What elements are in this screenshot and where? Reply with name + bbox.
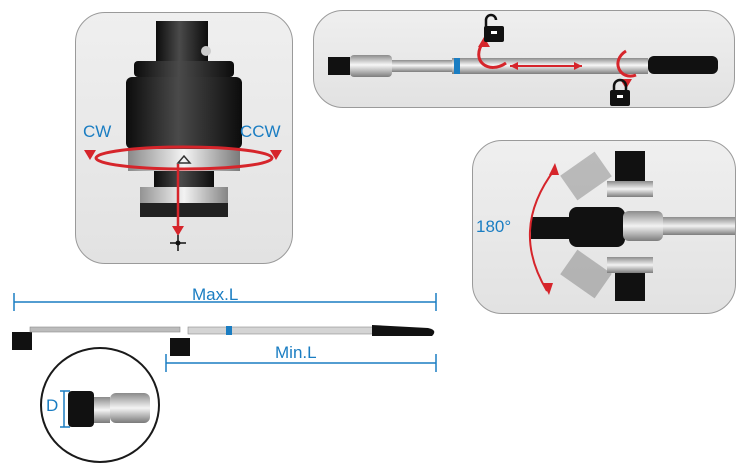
ccw-label: CCW: [240, 122, 281, 141]
swivel-head: [569, 207, 625, 247]
ratchet-head-panel: [75, 12, 293, 264]
ratchet-head: [328, 57, 350, 75]
max-length-dimension: [13, 293, 437, 311]
inner-tube: [392, 60, 452, 72]
swivel-panel: [472, 140, 736, 314]
rotation-180-label: 180°: [476, 217, 512, 236]
min-length-dimension: [165, 354, 437, 372]
unlocked-padlock-icon: [484, 13, 504, 42]
drive-top: [615, 151, 645, 181]
rotation-arrow: [94, 145, 274, 171]
wrench-extended: [12, 326, 181, 350]
detent-ball: [201, 46, 211, 56]
locked-padlock-icon: [610, 78, 630, 106]
grip: [648, 56, 718, 74]
max-length-label: Max.L: [192, 285, 239, 304]
ratchet-head-illustration: [126, 21, 242, 217]
wrench-collapsed: [170, 325, 435, 356]
cw-label: CW: [83, 122, 112, 141]
handle-lock-panel: [313, 10, 735, 108]
drive-bottom: [615, 271, 645, 301]
swivel-illustration: [529, 151, 735, 301]
head-chrome: [110, 393, 150, 423]
drive-diameter-inset: [40, 347, 160, 463]
handle-lock-illustration: [328, 37, 718, 89]
square-drive: [156, 21, 208, 61]
direction-ring: [128, 149, 240, 171]
min-length-label: Min.L: [275, 343, 317, 362]
drive-diameter-illustration: [60, 390, 150, 428]
diameter-label: D: [46, 396, 59, 415]
crosshair-icon: [170, 235, 186, 251]
ratchet-body: [126, 77, 242, 149]
